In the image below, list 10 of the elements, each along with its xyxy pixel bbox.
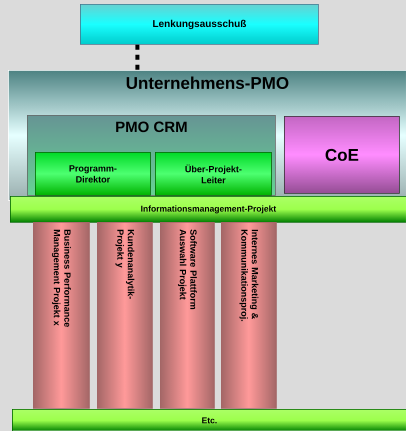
bar-box: Etc. <box>12 409 406 431</box>
connector-line <box>135 44 140 70</box>
node-box: Lenkungsausschuß <box>80 4 319 45</box>
node-box: Programm- Direktor <box>35 152 151 196</box>
node-box: Über-Projekt- Leiter <box>155 152 272 196</box>
pillar-box: Business Performance Management Projekt x <box>33 222 90 409</box>
pillar-box: Internes Marketing & Kommunikationsproj. <box>221 222 277 409</box>
pillar-box: Kundenanalytik- Projekt y <box>97 222 153 409</box>
node-box: CoE <box>284 116 400 194</box>
pillar-box: Software Plattform Auswahl Projekt <box>160 222 215 409</box>
